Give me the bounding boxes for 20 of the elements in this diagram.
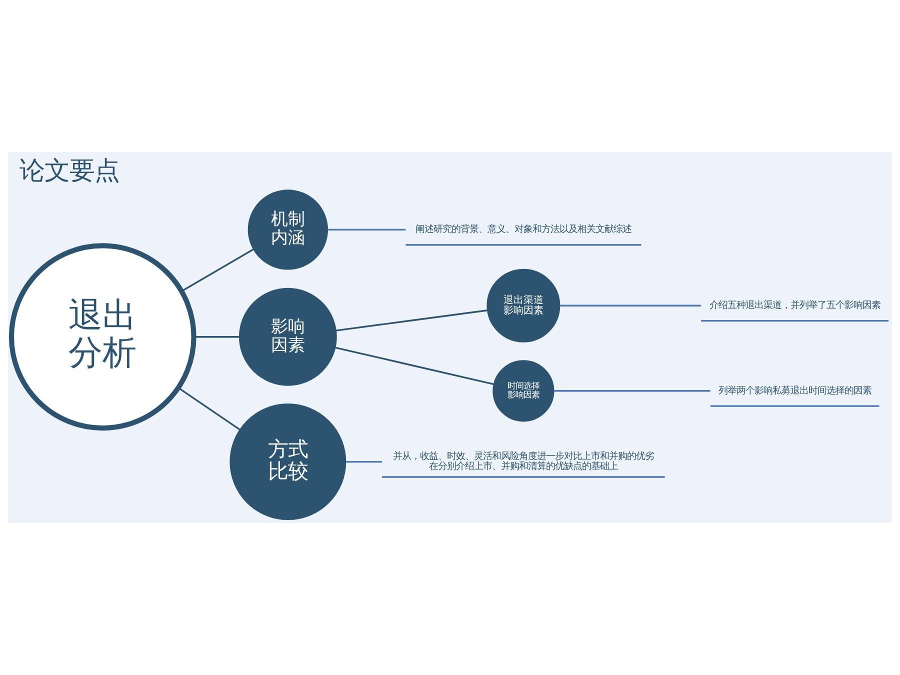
diagram-title: 论文要点: [19, 155, 120, 186]
node-text: 列举两个影响私募退出时间选择的因素: [718, 385, 872, 396]
node-text: 介绍五种退出渠道，并列举了五个影响因素: [709, 300, 880, 311]
node-circle: 方式比较: [230, 404, 346, 520]
node-circle: 退出分析: [8, 243, 196, 431]
node-text: 阐述研究的背景、意义、对象和方法以及相关文献综述: [415, 224, 632, 236]
connector: [346, 460, 382, 463]
node-circle: 时间选择影响因素: [492, 360, 554, 422]
connector: [181, 248, 254, 292]
node-circle: 退出渠道影响因素: [486, 268, 560, 342]
connector: [336, 310, 488, 332]
node-circle: 机制内涵: [248, 190, 328, 270]
connector: [194, 336, 240, 338]
connector: [328, 228, 406, 230]
connector: [560, 304, 701, 306]
node-text: 并从，收益、时效、灵活和风险角度进一步对比上市和并购的优劣 在分别介绍上市、并购和清算的优缺点的基础上: [392, 451, 654, 472]
connector: [335, 346, 494, 386]
connector: [554, 390, 710, 392]
node-circle: 影响因素: [238, 288, 337, 386]
connector: [178, 387, 240, 430]
